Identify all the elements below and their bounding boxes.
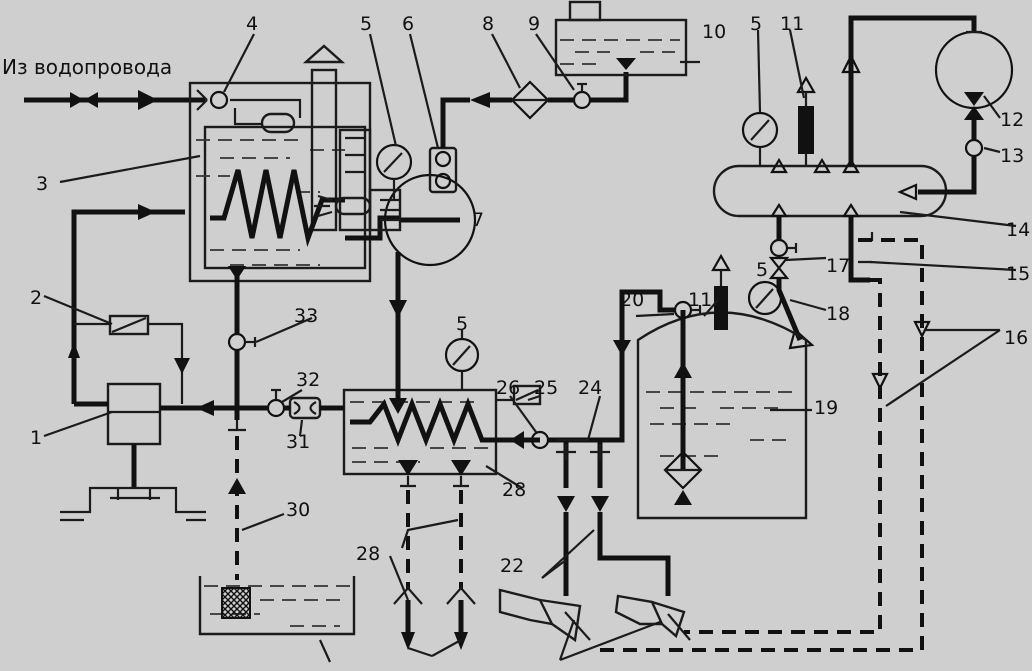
callout-9: 9 bbox=[528, 13, 540, 35]
valve-18 bbox=[768, 256, 790, 280]
inlet-valve-icon bbox=[70, 92, 98, 108]
fuel-tank-10 bbox=[554, 0, 688, 77]
receiver-outlets bbox=[768, 202, 874, 350]
pump-1 bbox=[60, 382, 206, 522]
callout-1: 1 bbox=[30, 427, 42, 449]
inlet-pipe bbox=[24, 89, 208, 111]
callout-20: 20 bbox=[620, 289, 644, 311]
callout-11: 11 bbox=[780, 13, 804, 35]
callout-8: 8 bbox=[482, 13, 494, 35]
pressure-gauge-5a bbox=[375, 143, 413, 200]
callout-5-tank: 5 bbox=[756, 259, 768, 281]
valve-17 bbox=[769, 238, 789, 258]
callout-5: 5 bbox=[360, 13, 372, 35]
return-lines bbox=[600, 238, 931, 652]
callout-2: 2 bbox=[30, 287, 42, 309]
callout-12: 12 bbox=[1000, 109, 1024, 131]
filter-2 bbox=[68, 204, 190, 407]
callout-31: 31 bbox=[286, 431, 310, 453]
leader-lines bbox=[43, 29, 1017, 663]
callout-30: 30 bbox=[286, 499, 310, 521]
float-valve-4 bbox=[209, 90, 229, 110]
callout-13: 13 bbox=[1000, 145, 1024, 167]
callout-5-right: 5 bbox=[750, 13, 762, 35]
callout-32: 32 bbox=[296, 369, 320, 391]
callout-18: 18 bbox=[826, 303, 850, 325]
boiler-coil bbox=[210, 169, 345, 248]
valve-9 bbox=[572, 72, 629, 110]
pressure-gauge-5d bbox=[444, 337, 480, 390]
callout-25: 26 bbox=[496, 377, 520, 399]
receiver-14 bbox=[712, 15, 977, 218]
pressure-gauge-5c bbox=[747, 280, 783, 316]
valve-13 bbox=[918, 120, 984, 195]
spray-nozzle-right bbox=[614, 594, 691, 641]
callout-16: 16 bbox=[1004, 327, 1028, 349]
callout-10: 10 bbox=[702, 21, 726, 43]
callout-15: 15 bbox=[1006, 263, 1030, 285]
air-vent-11b bbox=[711, 253, 731, 330]
callout-17: 17 bbox=[826, 255, 850, 277]
water-tank-19 bbox=[636, 310, 808, 520]
tank-12 bbox=[934, 30, 1014, 120]
callout-11-lower: 11 bbox=[688, 289, 712, 311]
inlet-label: Из водопровода bbox=[2, 55, 172, 79]
callout-24: 25 bbox=[534, 377, 558, 399]
meter-31 bbox=[284, 396, 344, 420]
callout-5-exchanger: 5 bbox=[456, 313, 468, 335]
callout-7: 7 bbox=[472, 209, 484, 231]
callout-numbers: 4 5 6 8 9 10 5 11 12 13 14 15 16 17 18 1… bbox=[30, 13, 1030, 577]
float-4-icon bbox=[260, 112, 296, 134]
water-source-tank bbox=[198, 576, 356, 636]
chimney bbox=[310, 68, 338, 232]
fuel-pump-7 bbox=[368, 173, 477, 267]
callout-28: 28 bbox=[356, 543, 380, 565]
callout-23: 24 bbox=[578, 377, 602, 399]
collector-23 bbox=[556, 440, 671, 596]
callout-22: 22 bbox=[500, 555, 524, 577]
heat-exchanger-26 bbox=[342, 252, 540, 476]
exchanger-drains bbox=[393, 460, 476, 650]
air-vent-11a bbox=[796, 75, 816, 166]
callout-14: 14 bbox=[1006, 219, 1030, 241]
pressure-gauge-5b bbox=[741, 111, 779, 166]
callout-3: 3 bbox=[36, 173, 48, 195]
callout-4: 4 bbox=[246, 13, 258, 35]
valve-20 bbox=[560, 289, 702, 443]
filter-8 bbox=[490, 80, 574, 120]
callout-6: 6 bbox=[402, 13, 414, 35]
safety-valve-24 bbox=[496, 384, 542, 406]
flow-arrow-icon bbox=[138, 90, 158, 110]
boiler-tank-3 bbox=[188, 44, 400, 283]
spray-nozzle-left bbox=[498, 588, 591, 643]
fuel-filter-6 bbox=[428, 92, 490, 194]
callout-19: 19 bbox=[814, 397, 838, 419]
callout-26: 28 bbox=[502, 479, 526, 501]
valve-33 bbox=[227, 266, 257, 432]
valve-32 bbox=[266, 388, 286, 418]
callout-33: 33 bbox=[294, 305, 318, 327]
